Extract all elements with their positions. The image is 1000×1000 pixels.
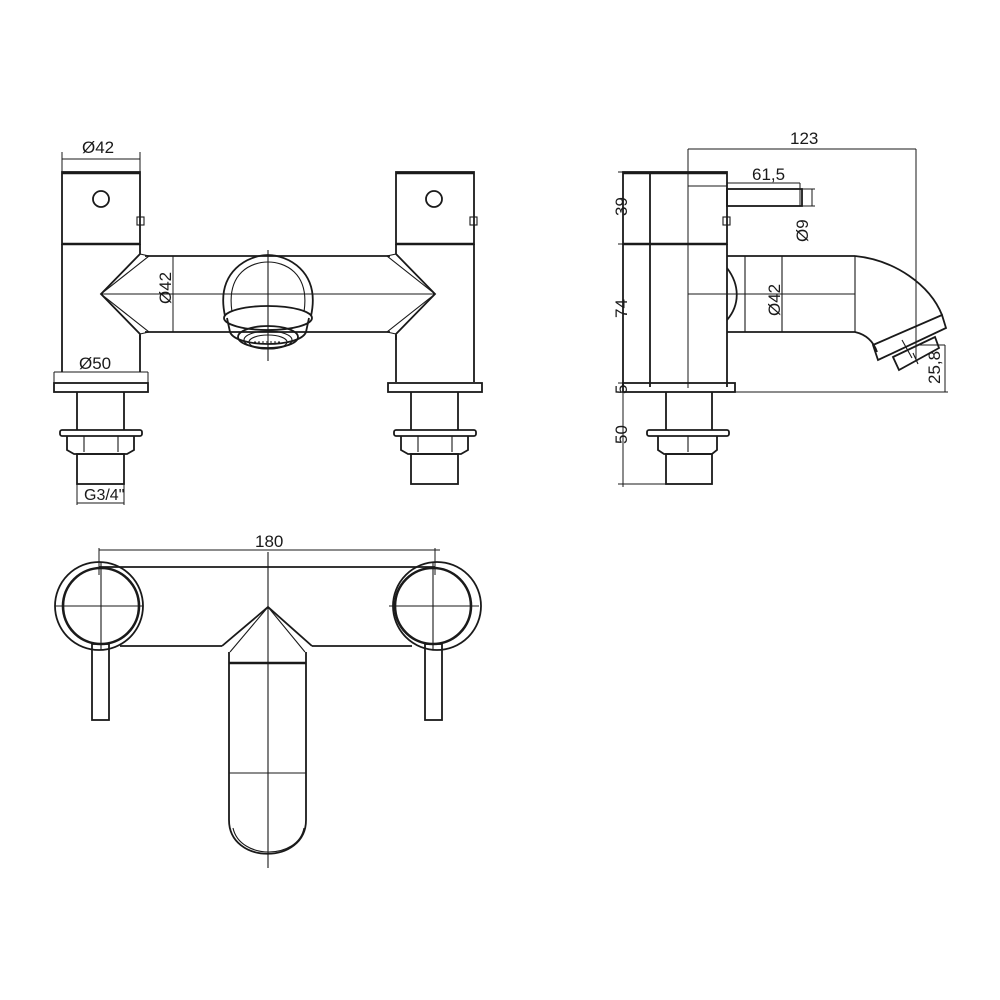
lever-reach-label: 61,5 (752, 165, 785, 184)
overall-depth-dimension: 123 (687, 129, 917, 388)
outlet-height-dimension: 25,8 (727, 344, 948, 393)
spout-diameter-label: Ø42 (765, 284, 784, 316)
body-height-label: 74 (612, 299, 631, 318)
indicator-dot-icon (92, 190, 110, 208)
right-base-shank (387, 382, 483, 485)
base-height-label: 5 (612, 385, 631, 394)
indicator-dot-icon (425, 190, 443, 208)
spout-side: Ø42 (688, 255, 948, 372)
spout-aerator (222, 250, 314, 361)
overall-depth-label: 123 (790, 129, 818, 148)
centers-dimension: 180 (98, 532, 440, 575)
thread-dimension: G3/4" (76, 484, 125, 505)
lever: 61,5 Ø9 (726, 165, 815, 242)
front-view: Ø42 (53, 138, 483, 505)
handle-diameter-dimension: Ø42 (61, 138, 141, 175)
base-diameter-label: Ø50 (79, 354, 111, 373)
thread-label: G3/4" (84, 487, 124, 504)
handle-height-label: 39 (612, 197, 631, 216)
lever-diameter-label: Ø9 (793, 219, 812, 242)
left-handle (61, 171, 145, 246)
right-handle-top (389, 561, 482, 721)
left-handle-top (54, 561, 144, 721)
base-diameter-dimension: Ø50 (53, 354, 149, 384)
right-handle (395, 171, 478, 246)
spout-top (221, 552, 313, 868)
body-diameter-label: Ø42 (156, 272, 175, 304)
top-view: 180 (54, 532, 482, 868)
height-dimensions: 39 74 5 50 (612, 171, 666, 487)
shank-length-label: 50 (612, 425, 631, 444)
handle-diameter-label: Ø42 (82, 138, 114, 157)
side-view: 123 61,5 Ø9 (612, 129, 948, 487)
outlet-height-label: 25,8 (925, 351, 944, 384)
left-base-shank (53, 382, 149, 485)
centers-label: 180 (255, 532, 283, 551)
